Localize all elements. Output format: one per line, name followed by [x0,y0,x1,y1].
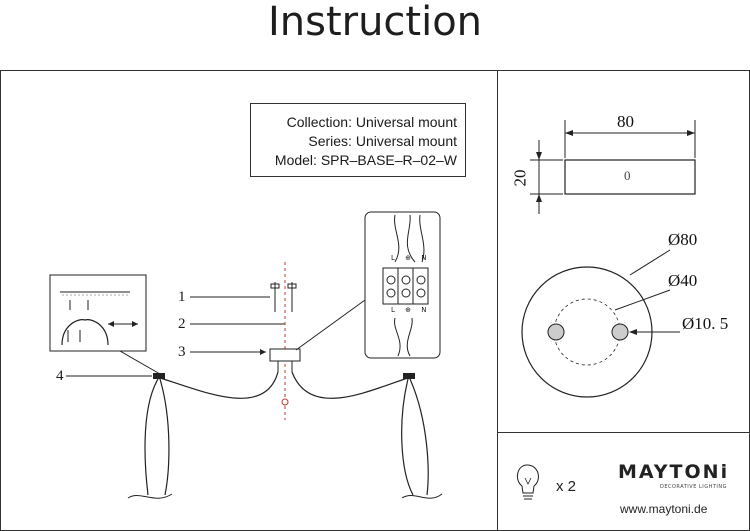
callout-1: 1 [178,289,186,305]
callout-3: 3 [178,344,186,360]
collection-text: Collection: Universal mount [286,114,457,130]
screws [270,282,297,312]
top-view [521,249,680,398]
terminal-leader-line [295,299,366,351]
cable-left [159,371,279,399]
height-dimension: 20 [510,169,530,187]
hole-spacing-label: Ø40 [668,271,698,290]
canopy-base [269,348,301,362]
outer-diameter-label: Ø80 [668,230,698,249]
terminal-block-detail [364,211,441,359]
vertical-divider [497,70,498,530]
terminal-top-labels: L ⊕ N [391,254,431,262]
callout-2: 2 [178,316,186,332]
website-link[interactable]: www.maytoni.de [620,502,708,516]
hole-diameter-label: Ø10. 5 [682,314,729,333]
side-view [530,120,696,214]
terminal-bottom-labels: L ⊕ N [391,306,431,314]
hook-right [403,373,415,379]
horizontal-divider [497,432,750,433]
mounting-detail [49,274,147,352]
callout-4: 4 [56,368,64,384]
product-info-box: Collection: Universal mount Series: Univ… [250,103,466,177]
cable-right [291,371,409,399]
side-view-center-mark: 0 [624,168,631,183]
brand-logo: MAYTONi [618,461,730,483]
page-title: Instruction [267,0,483,45]
series-text: Series: Universal mount [308,133,457,149]
detail-leader-line [119,350,161,375]
bulb-icon [516,464,539,500]
brand-tagline: DECORATIVE LIGHTING [660,484,727,490]
width-dimension: 80 [617,112,634,131]
model-text: Model: SPR–BASE–R–02–W [274,152,457,168]
bulb-count: x 2 [556,478,577,495]
hook-left [153,373,165,379]
